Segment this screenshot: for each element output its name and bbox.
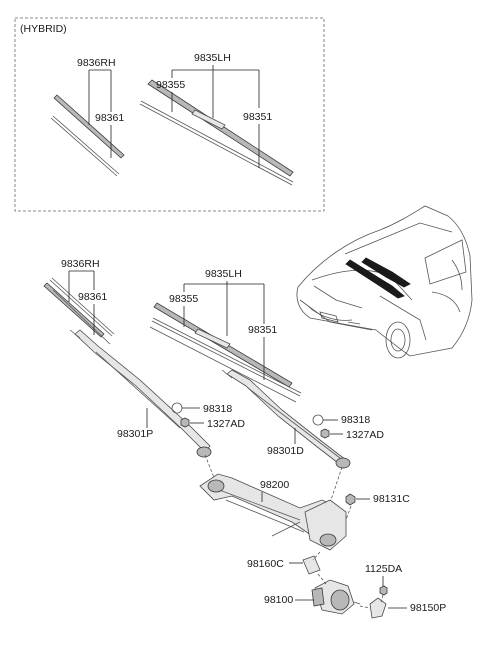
hybrid-section-box	[14, 17, 325, 212]
hybrid-rh-callouts: 9836RH 98361	[77, 57, 124, 158]
rh-wiper-arm	[69, 329, 212, 458]
hybrid-label-98361: 98361	[95, 112, 124, 124]
label-98318-lh: 98318	[341, 414, 370, 426]
label-98200: 98200	[260, 479, 289, 491]
label-1125da: 1125DA	[365, 563, 402, 575]
wiper-motor	[311, 579, 361, 615]
label-98100: 98100	[264, 594, 293, 606]
motor-bracket	[359, 585, 388, 619]
nut-rh	[180, 417, 190, 428]
crank-arm	[302, 555, 321, 575]
wiper-linkage	[199, 473, 347, 551]
label-1327ad-lh: 1327AD	[346, 429, 384, 441]
hybrid-lh-callouts: 9835LH 98355 98351	[156, 52, 272, 168]
label-9835lh: 9835LH	[205, 268, 242, 280]
label-98301p: 98301P	[117, 428, 153, 440]
rh-blade	[43, 277, 115, 345]
label-98361: 98361	[78, 291, 107, 303]
rh-arm-callouts: 98318 1327AD 98301P	[117, 402, 245, 440]
cap-rh	[171, 402, 183, 414]
vehicle-illustration	[296, 205, 473, 359]
label-98131c: 98131C	[373, 493, 410, 505]
label-9836rh: 9836RH	[61, 258, 100, 270]
cap-lh	[312, 414, 324, 426]
linkage-callouts: 98200 98131C	[260, 479, 410, 521]
nut-lh	[320, 428, 330, 439]
bolt-98131c	[345, 493, 356, 506]
label-98301d: 98301D	[267, 445, 304, 457]
lh-wiper-arm	[221, 369, 351, 469]
label-98318-rh: 98318	[203, 403, 232, 415]
hybrid-rh-blade	[50, 94, 125, 177]
label-98355: 98355	[169, 293, 198, 305]
hybrid-label-98351: 98351	[243, 111, 272, 123]
hybrid-label: (HYBRID)	[20, 23, 67, 35]
lh-arm-callouts: 98318 1327AD 98301D	[267, 414, 384, 457]
rh-blade-callouts: 9836RH 98361	[61, 258, 107, 335]
hybrid-label-9836rh: 9836RH	[77, 57, 116, 69]
hybrid-lh-blade	[139, 79, 294, 186]
label-98150p: 98150P	[410, 602, 446, 614]
lh-blade	[149, 302, 302, 403]
lh-blade-callouts: 9835LH 98355 98351	[169, 268, 277, 380]
label-98160c: 98160C	[247, 558, 284, 570]
hybrid-label-9835lh: 9835LH	[194, 52, 231, 64]
label-1327ad-rh: 1327AD	[207, 418, 245, 430]
hybrid-label-98355: 98355	[156, 79, 185, 91]
label-98351: 98351	[248, 324, 277, 336]
